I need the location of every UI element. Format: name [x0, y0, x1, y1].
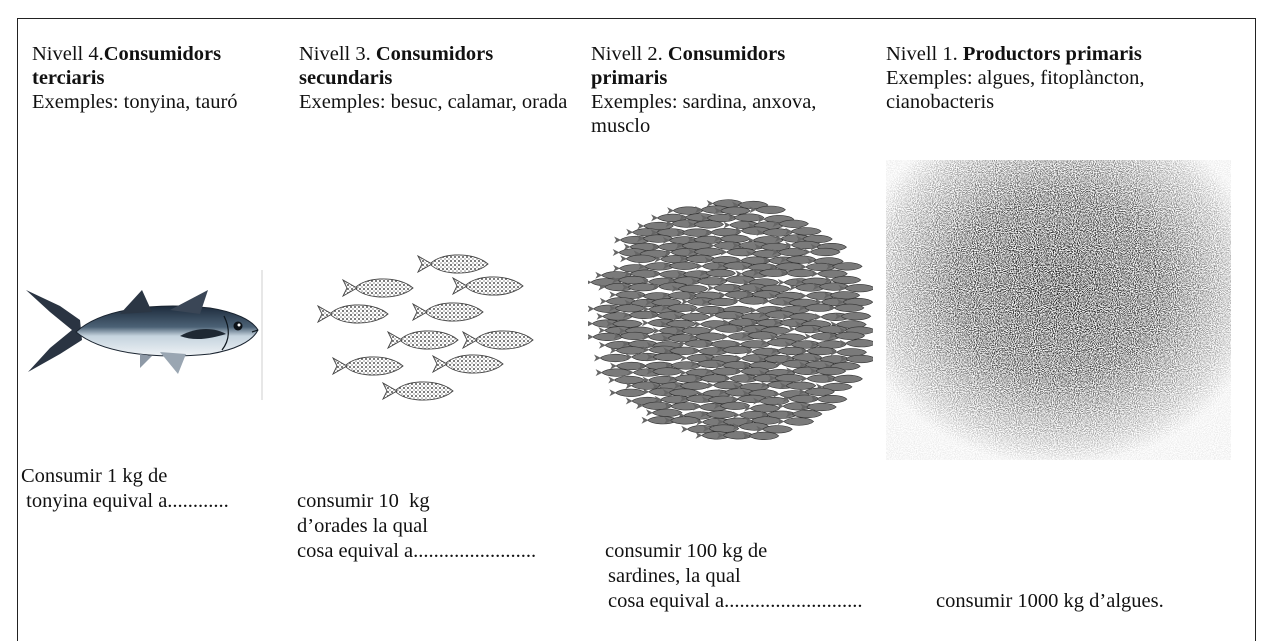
level-2-title: Consumidors primaris	[591, 43, 786, 89]
l4-eq-line1: Consumir 1 kg de	[21, 465, 168, 487]
level-3-examples: Exemples: besuc, calamar, orada	[299, 91, 568, 113]
phytoplankton-cloud	[886, 160, 1231, 460]
l2-eq-line1: consumir 100 kg de	[605, 540, 768, 562]
level-4-prefix: Nivell 4.	[32, 43, 104, 65]
l3-eq-line2: d’orades la qual	[297, 515, 428, 537]
school-fish	[645, 408, 683, 418]
fish-school-group	[588, 199, 873, 441]
fish-school-large	[588, 199, 873, 441]
fish-school-small	[317, 254, 534, 401]
level-4-title: Consumidors terciaris	[32, 43, 222, 89]
school-fish	[691, 347, 729, 356]
level-1-title: Productors primaris	[962, 43, 1142, 65]
l3-eq-line1: consumir 10 kg	[297, 490, 430, 512]
level-3-header: Nivell 3. Consumidors secundaris Exemple…	[299, 42, 569, 114]
tuna-illustration	[26, 270, 263, 400]
school-fish	[593, 353, 631, 363]
diagram-frame	[17, 18, 1256, 641]
school-fish	[595, 368, 633, 377]
school-fish	[608, 388, 646, 398]
school-fish	[619, 254, 657, 264]
level-1-prefix: Nivell 1.	[886, 43, 963, 65]
level-3-prefix: Nivell 3.	[299, 43, 376, 65]
level-4-examples: Exemples: tonyina, tauró	[32, 91, 238, 113]
l2-eq-line2: sardines, la qual	[608, 565, 741, 587]
school-fish	[803, 247, 841, 257]
l3-eq-line3: cosa equival a........................	[297, 540, 537, 562]
l1-eq-line1: consumir 1000 kg d’algues.	[936, 590, 1164, 612]
l2-eq-line3: cosa equival a..........................…	[608, 590, 863, 612]
level-2-header: Nivell 2. Consumidors primaris Exemples:…	[591, 42, 856, 138]
level-2-prefix: Nivell 2.	[591, 43, 668, 65]
level-4-header: Nivell 4.Consumidors terciaris Exemples:…	[32, 42, 282, 114]
school-fish	[777, 417, 815, 426]
school-fish	[599, 297, 637, 306]
school-fish	[810, 394, 848, 404]
level-2-examples: Exemples: sardina, anxova, musclo	[591, 91, 817, 137]
level-3-title: Consumidors secundaris	[299, 43, 494, 89]
level-1-header: Nivell 1. Productors primaris Exemples: …	[886, 42, 1256, 114]
level-1-examples: Exemples: algues, fitoplàncton, cianobac…	[886, 67, 1145, 113]
l4-eq-line2: tonyina equival a............	[21, 490, 229, 512]
